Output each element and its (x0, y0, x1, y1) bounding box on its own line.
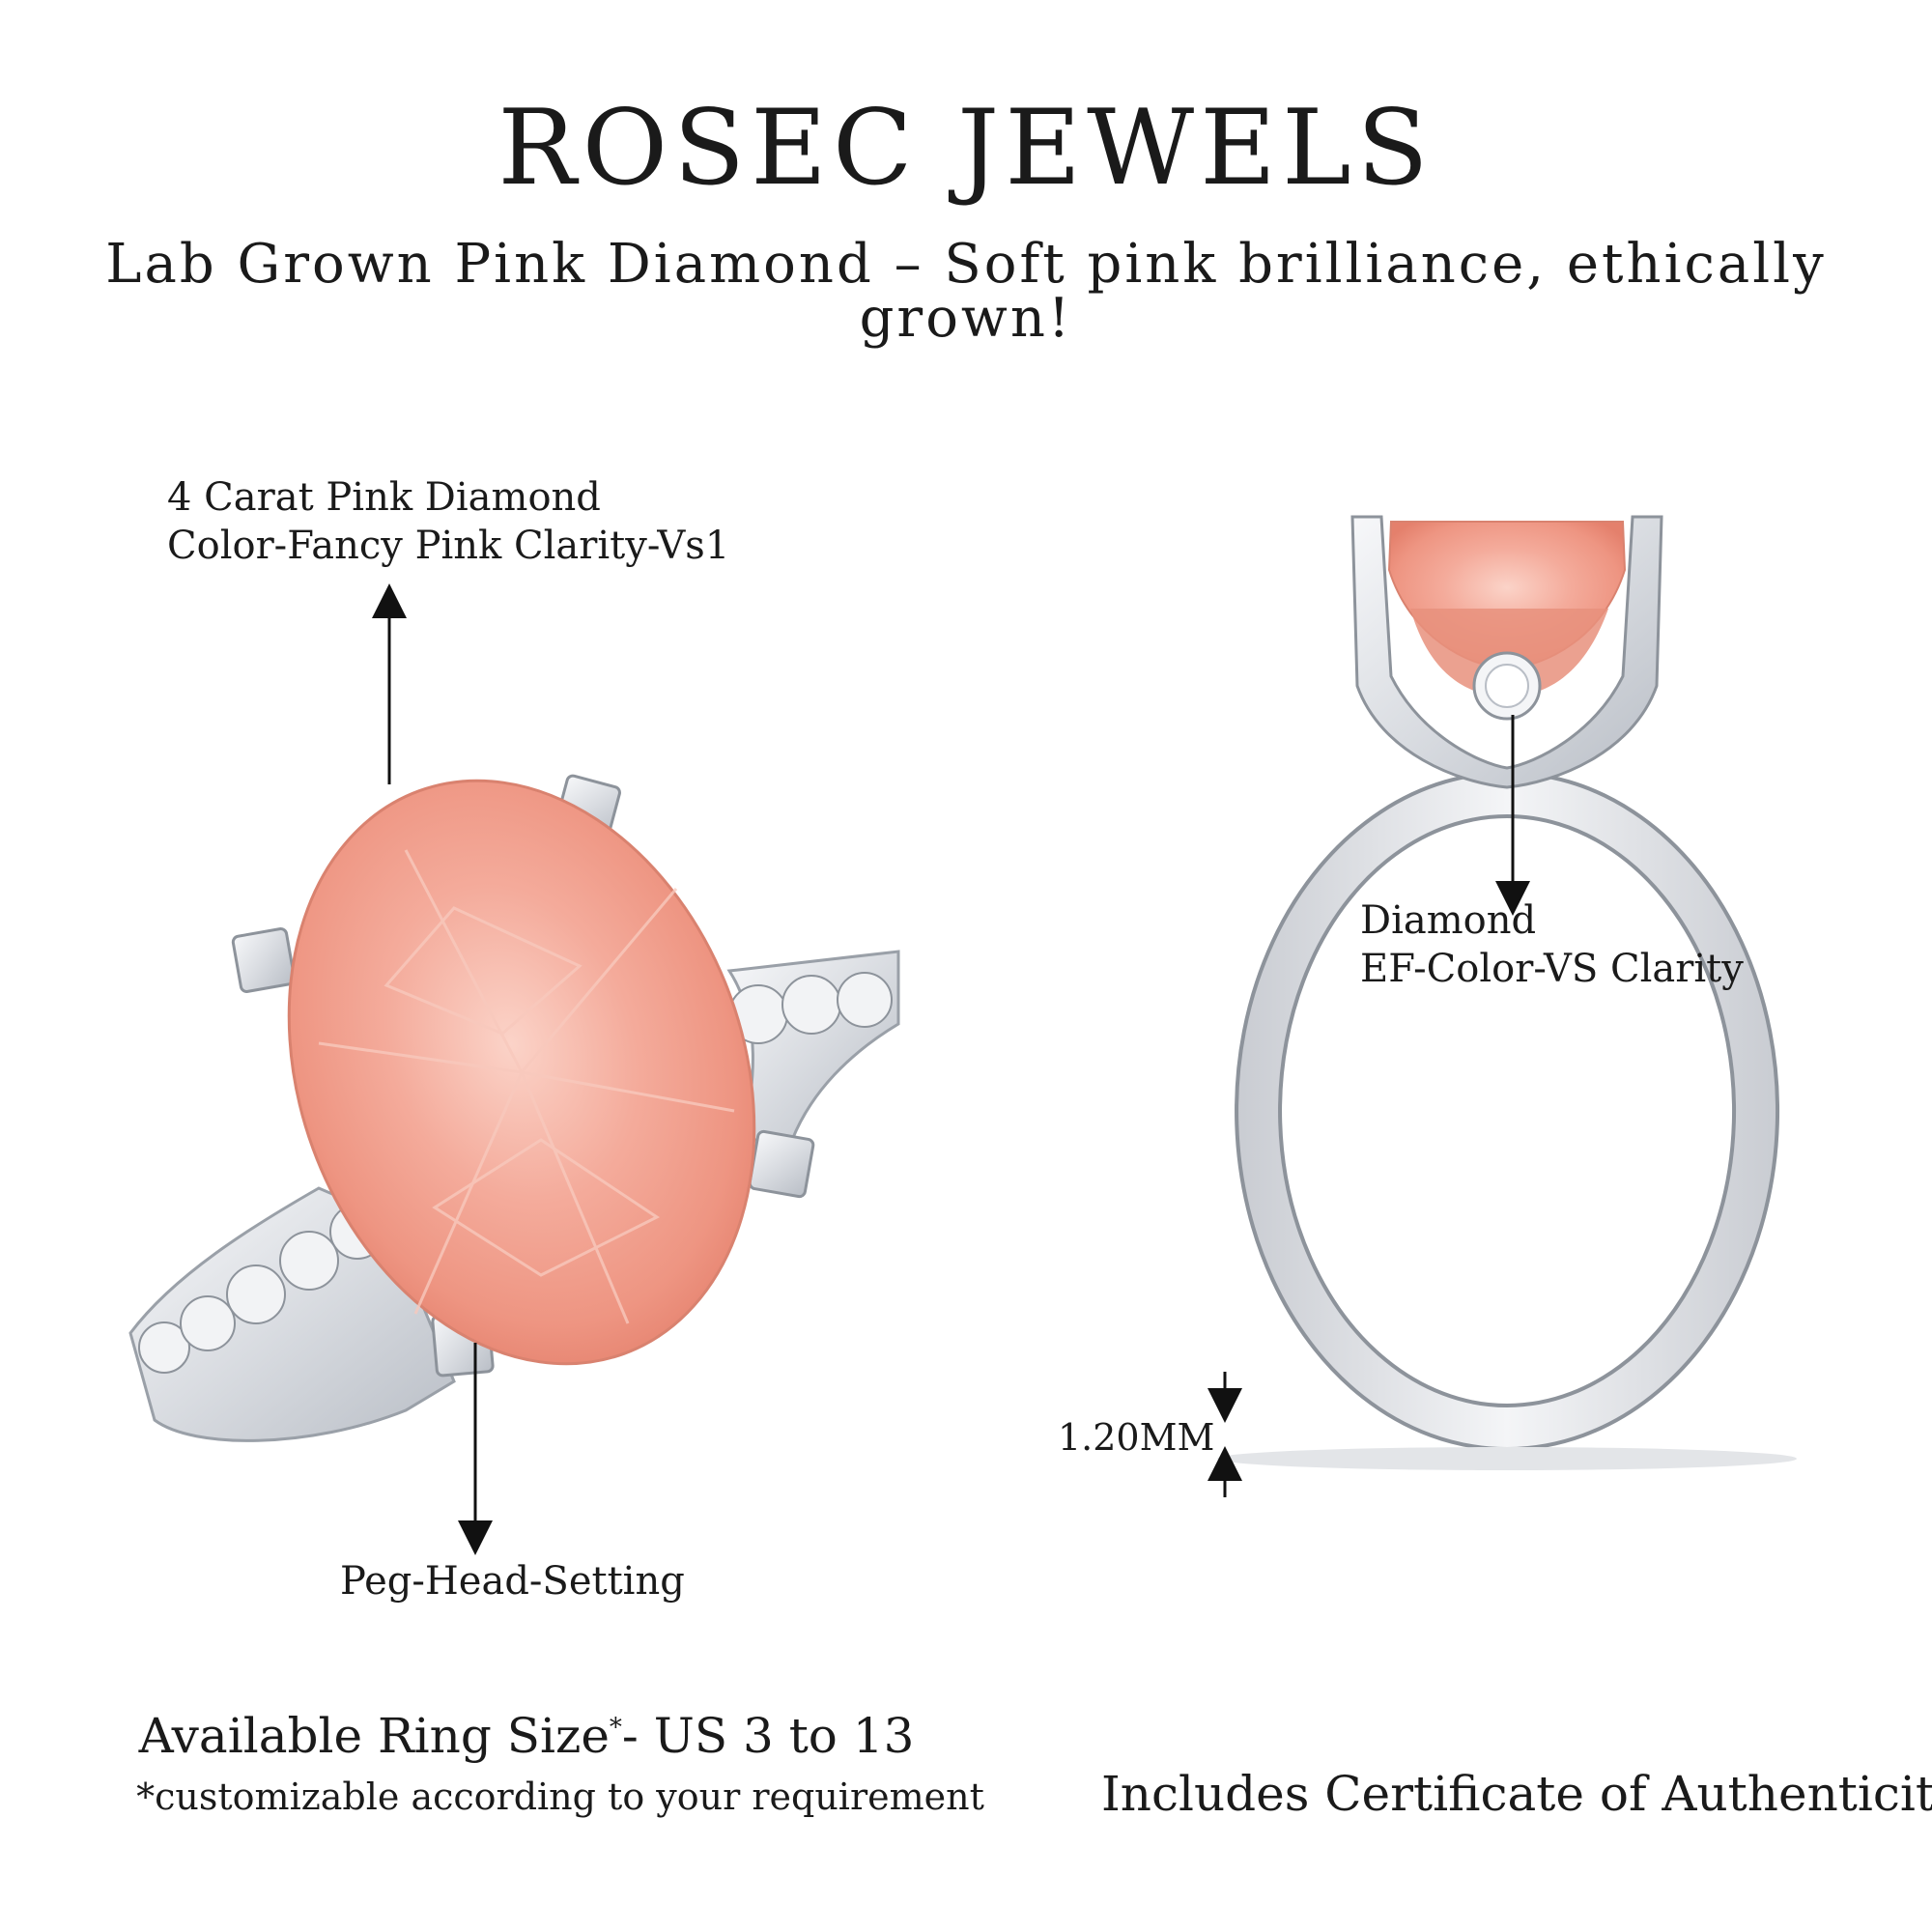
ring-head-basket (1350, 515, 1663, 789)
channel-diamonds-right (728, 972, 893, 1044)
brand-title: ROSEC JEWELS (497, 88, 1435, 209)
certificate-note: Includes Certificate of Authenticity (1101, 1766, 1932, 1822)
center-stone-callout: 4 Carat Pink Diamond Color-Fancy Pink Cl… (167, 473, 729, 570)
ring-size-label: Available Ring Size (138, 1708, 610, 1764)
setting-callout: Peg-Head-Setting (340, 1559, 685, 1604)
oval-ring-image (128, 774, 900, 1442)
prong (231, 927, 297, 993)
center-stone-line1: 4 Carat Pink Diamond (167, 475, 601, 520)
tagline: Lab Grown Pink Diamond – Soft pink brill… (105, 233, 1827, 350)
prong (748, 1129, 815, 1199)
side-stone-line1: Diamond (1360, 898, 1537, 943)
center-stone-line2: Color-Fancy Pink Clarity-Vs1 (167, 524, 730, 568)
ring-circle-band (1235, 771, 1779, 1451)
profile-ring-image (1217, 515, 1797, 1470)
stone-facets (318, 849, 735, 1324)
bezel-diamond-inner (1485, 664, 1529, 708)
side-stone-line2: EF-Color-VS Clarity (1360, 947, 1744, 991)
ring-size-range: - US 3 to 13 (621, 1708, 915, 1764)
ring-size-asterisk: * (609, 1713, 622, 1743)
ring-size-info: Available Ring Size*- US 3 to 13 (0, 1708, 1053, 1764)
band-width-label: 1.20MM (1058, 1416, 1215, 1459)
ring-size-note: *customizable according to your requirem… (136, 1776, 984, 1818)
ring-shadow (1217, 1447, 1797, 1470)
side-stone-callout: Diamond EF-Color-VS Clarity (1360, 896, 1744, 993)
